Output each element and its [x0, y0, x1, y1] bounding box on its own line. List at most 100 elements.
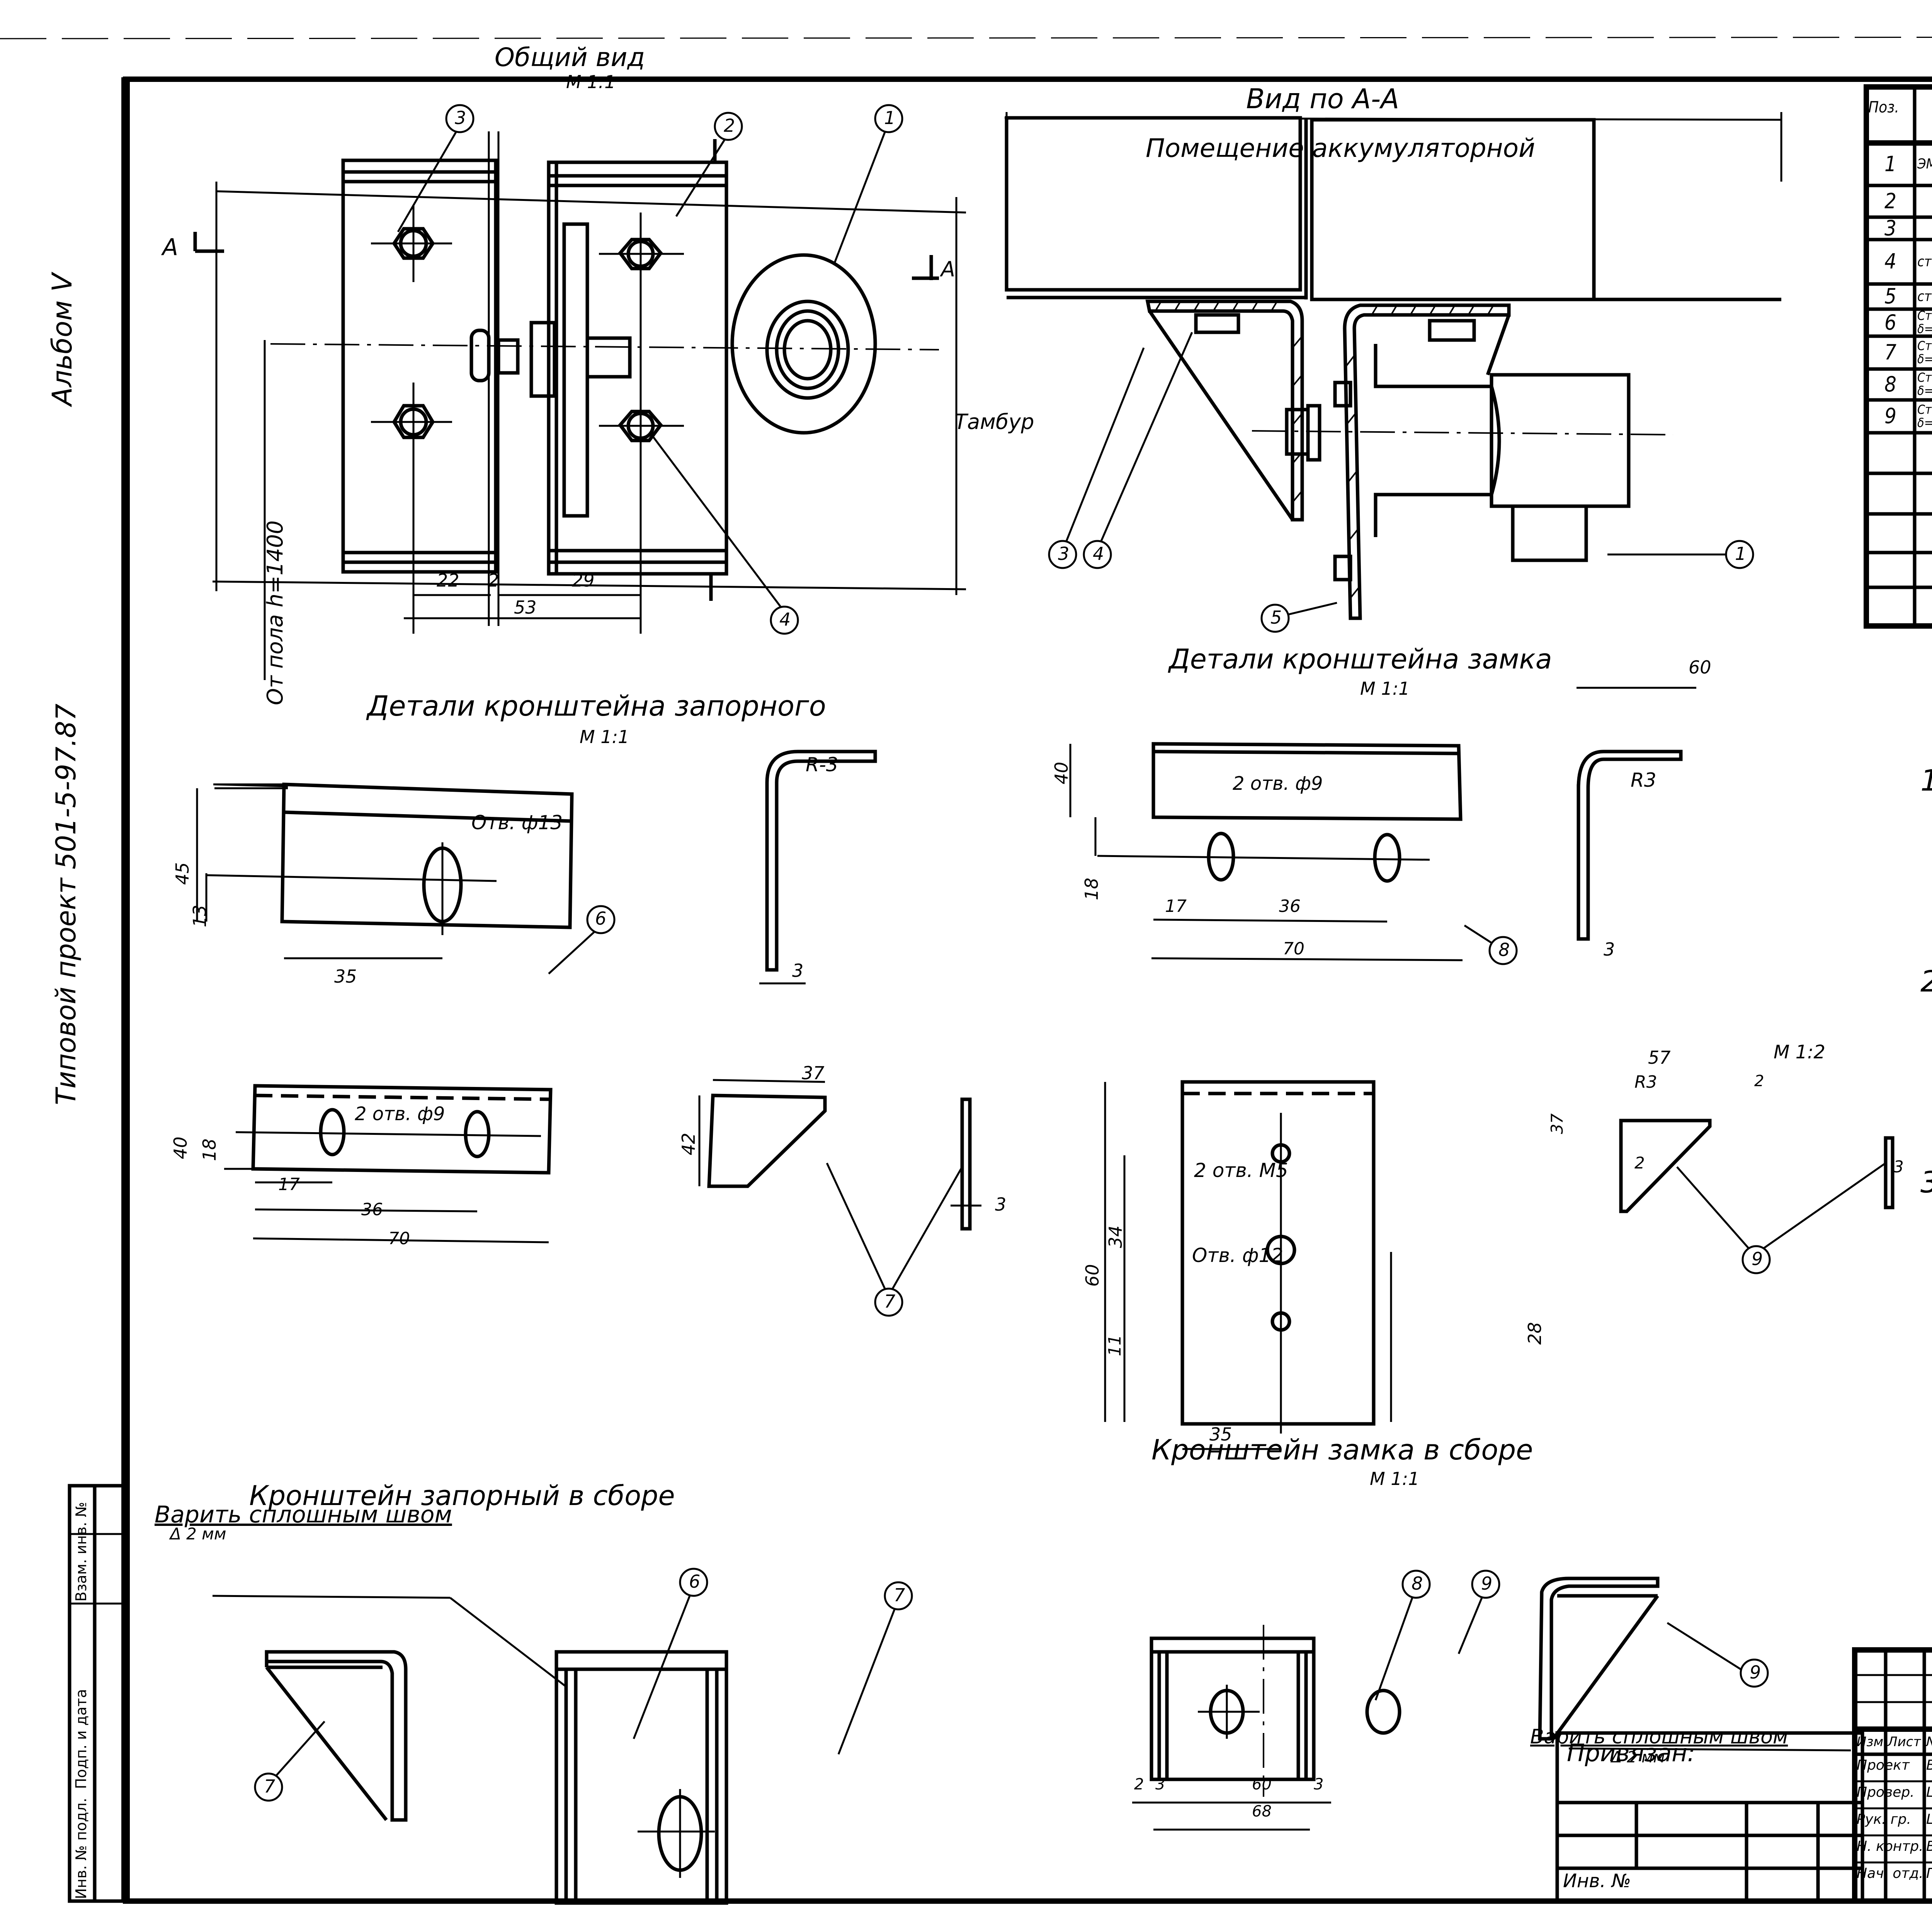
- callout-9: [1740, 1658, 1769, 1688]
- spec-cell-pos: 1: [1884, 151, 1896, 176]
- note-line: 3. В головках шурупов (поз.4) просверлит…: [1920, 1157, 1932, 1208]
- hole-label-9: 2 отв. ф9: [355, 1103, 445, 1125]
- callout-7: [884, 1581, 913, 1611]
- dim-34: 34: [1105, 1225, 1126, 1248]
- lock-details-scale: М 1:1: [1360, 678, 1410, 699]
- signature-role: Провер.: [1857, 1784, 1915, 1800]
- dim-35: 35: [1209, 1424, 1232, 1445]
- floor-height-label: От пола h=1400: [263, 520, 288, 705]
- spec-cell-designation: Ст.0 Сталь листовая 95×75; δ=3мм: [1917, 309, 1932, 336]
- general-view-scale: М 1:1: [566, 71, 616, 92]
- lock-details-view: [1069, 687, 1895, 1450]
- callout-label: 1: [884, 107, 896, 128]
- signature-name: Волкова: [1926, 1838, 1932, 1854]
- dim-40: 40: [170, 1136, 191, 1159]
- spec-cell-pos: 2: [1884, 189, 1896, 213]
- general-notes: 1. Блокировочная аппаратура электромагни…: [1920, 755, 1932, 1258]
- spec-cell-designation: ст.3 ГОСТ 17473-80: [1917, 288, 1932, 304]
- radius-label: R3: [1631, 769, 1656, 791]
- callout-label: 7: [884, 1291, 896, 1312]
- dim-3: 3: [1893, 1157, 1904, 1176]
- callout-4: [1083, 540, 1112, 569]
- binding-box-grid: [1555, 1731, 1864, 1903]
- side-stamp-replace: Взам. инв. №: [73, 1502, 90, 1602]
- dim-36: 36: [1279, 896, 1301, 916]
- note-line: нитного ключа устанавливается вне тамбур…: [1920, 1107, 1932, 1157]
- plate-8-profile: [1577, 750, 1683, 941]
- callout-6: [679, 1568, 708, 1597]
- spec-cell-designation: ст.3 ГОСТ 11473-75: [1917, 253, 1932, 270]
- callout-8: [1401, 1570, 1431, 1599]
- title-block-grid: [1852, 1647, 1932, 1904]
- callout-label: 5: [1270, 607, 1282, 628]
- plate-8-face: [1151, 742, 1463, 821]
- note-line: мы типа ЭМБ состоит из механического бло…: [1920, 806, 1932, 856]
- dim-57: 57: [1648, 1047, 1671, 1068]
- latch-assembly-view: [212, 1568, 913, 1905]
- section-mark-right: А: [941, 257, 955, 281]
- callout-label: 3: [455, 107, 466, 128]
- dim-68: 68: [1252, 1803, 1272, 1820]
- dim-70: 70: [388, 1229, 410, 1248]
- plate-6-profile: [765, 750, 877, 972]
- general-view: [193, 104, 966, 680]
- callout-label: 7: [894, 1585, 905, 1605]
- latch-details-scale: М 1:1: [580, 726, 629, 747]
- section-view-title: Вид по А-А: [1246, 83, 1400, 115]
- spec-cell-designation: [1917, 185, 1932, 217]
- dim-45: 45: [172, 862, 193, 885]
- spec-header-designation: Обозначение или тип изделия: [1918, 89, 1932, 120]
- spec-cell-pos: 7: [1884, 340, 1896, 365]
- signature-role: Н. контр.: [1857, 1838, 1923, 1854]
- note-line: на двери из тамбура в помещении аккумуля…: [1920, 1007, 1932, 1057]
- hole-label-13: Отв. ф13: [471, 811, 563, 834]
- spec-cell-pos: 8: [1884, 372, 1896, 396]
- dim-35: 35: [334, 966, 357, 987]
- spec-cell-pos: 4: [1884, 249, 1896, 274]
- lock-body: [730, 253, 877, 435]
- section-view-subtitle: Помещение аккумуляторной: [1146, 133, 1535, 163]
- lock-assembly-title: Кронштейн замка в сборе: [1151, 1434, 1533, 1466]
- dim-22: 22: [437, 570, 459, 591]
- callout-label: 9: [1481, 1573, 1493, 1594]
- dim-3: 3: [995, 1194, 1007, 1215]
- callout-label: 9: [1750, 1662, 1761, 1683]
- drawing-frame: [123, 77, 1932, 1904]
- signature-name: Бондаренко: [1926, 1757, 1932, 1773]
- spec-table-grid: [1864, 84, 1932, 629]
- spec-cell-designation: Ст.0 Сталь листовая 57×37; δ=3мм: [1917, 402, 1932, 430]
- weld-size: Δ 2 мм: [170, 1524, 226, 1543]
- general-view-title: Общий вид: [495, 43, 645, 72]
- album-label: Альбом V: [46, 273, 78, 406]
- latch-details-view: [196, 750, 981, 1317]
- spec-cell-designation: [1917, 217, 1932, 240]
- rib-7: [707, 1094, 827, 1188]
- dim-3: 3: [1155, 1776, 1165, 1793]
- callout-9: [1742, 1245, 1771, 1274]
- callout-3: [445, 104, 474, 133]
- callout-3: [1048, 540, 1077, 569]
- rib-9-profile: [1884, 1136, 1895, 1209]
- dim-3: 3: [1314, 1776, 1324, 1793]
- rib-scale: М 1:2: [1774, 1041, 1825, 1063]
- title-block-column-header: Изм.: [1857, 1734, 1888, 1750]
- lock-assembly-scale: М 1:1: [1370, 1468, 1420, 1489]
- callout-label: 7: [264, 1776, 276, 1797]
- callout-label: 4: [1093, 543, 1104, 564]
- plate-8-bottom: [1180, 1080, 1376, 1426]
- callout-label: 3: [1058, 543, 1070, 564]
- signature-name: Голодник: [1926, 1866, 1932, 1881]
- signature-name: Штепельман: [1926, 1784, 1932, 1800]
- callout-label: 4: [779, 609, 791, 630]
- title-block-column-header: № докум.: [1926, 1734, 1932, 1750]
- lock-details-title: Детали кронштейна замка: [1169, 643, 1552, 675]
- section-aa-view: [1004, 112, 1782, 633]
- callout-4: [770, 605, 799, 635]
- callout-label: 6: [689, 1571, 701, 1592]
- callout-label: 2: [724, 115, 735, 136]
- rib-9: [1619, 1119, 1712, 1213]
- note-line: ного замка типа ЭМБ-3 и переносного элек…: [1920, 856, 1932, 906]
- spec-cell-pos: 9: [1884, 404, 1896, 429]
- hole-label-m5: 2 отв. М5: [1194, 1159, 1288, 1182]
